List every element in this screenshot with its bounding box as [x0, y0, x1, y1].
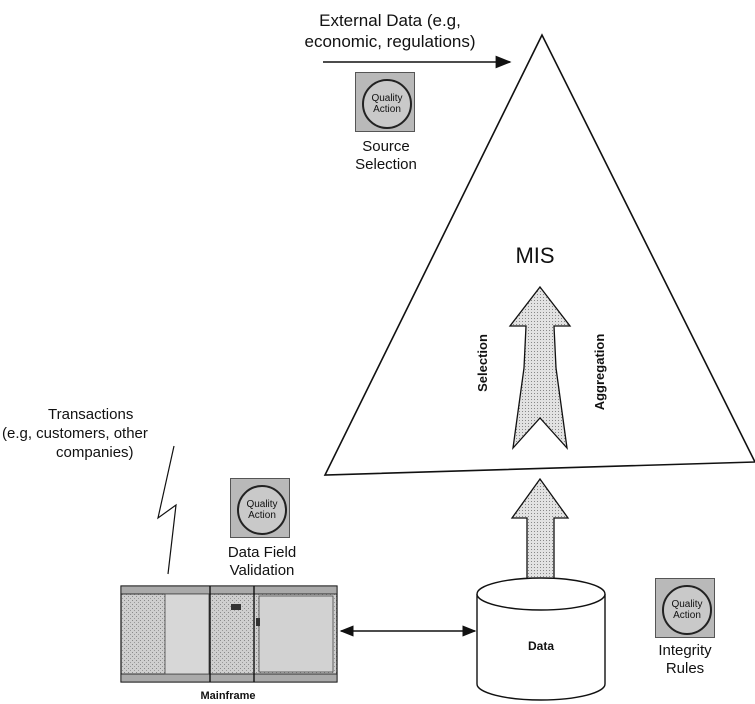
data-label: Data: [528, 639, 554, 653]
quality-action-icon: Quality Action: [362, 79, 412, 129]
aggregation-label: Aggregation: [592, 334, 607, 411]
selection-label: Selection: [475, 334, 490, 392]
source-selection-label: Source Selection: [355, 138, 417, 173]
data-cylinder: [476, 577, 606, 701]
quality-action-icon: Quality Action: [237, 485, 287, 535]
mainframe-label: Mainframe: [200, 690, 255, 702]
data-to-mis-arrow: [510, 477, 570, 593]
quality-action-badge-integrity: Quality Action: [655, 578, 715, 638]
transactions-label: Transactions (e.g, customers, other comp…: [2, 406, 148, 461]
quality-action-icon: Quality Action: [662, 585, 712, 635]
upward-arrow: [508, 285, 572, 451]
transaction-lightning-line: [157, 445, 177, 575]
mis-label: MIS: [515, 243, 554, 268]
quality-action-badge-source: Quality Action: [355, 72, 415, 132]
mis-triangle: [323, 33, 755, 476]
integrity-rules-label: Integrity Rules: [658, 642, 712, 677]
external-data-label: External Data (e.g, economic, regulation…: [304, 11, 476, 51]
data-field-validation-label: Data Field Validation: [227, 544, 297, 579]
quality-action-badge-validation: Quality Action: [230, 478, 290, 538]
mainframe: [120, 585, 338, 683]
